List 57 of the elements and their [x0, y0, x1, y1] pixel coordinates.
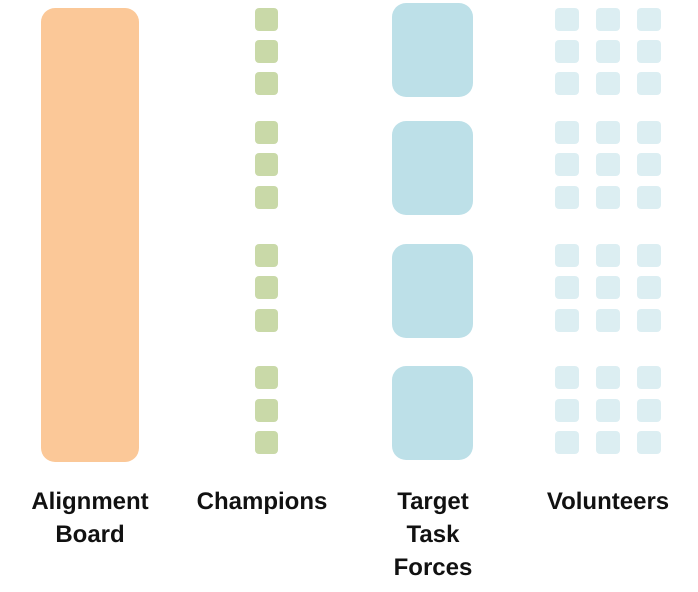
volunteer-square: [637, 431, 661, 454]
volunteer-square: [637, 121, 661, 144]
volunteer-square: [637, 40, 661, 63]
column-label: Champions: [196, 487, 328, 517]
task-force-block: [392, 121, 473, 215]
volunteer-square: [637, 8, 661, 31]
champion-square: [255, 153, 278, 176]
volunteer-square: [637, 244, 661, 267]
champion-square: [255, 309, 278, 332]
champion-square: [255, 431, 278, 454]
volunteer-square: [555, 244, 579, 267]
champion-square: [255, 8, 278, 31]
volunteer-square: [555, 153, 579, 176]
board-bar: [41, 8, 139, 462]
volunteer-square: [596, 8, 620, 31]
volunteer-square: [555, 8, 579, 31]
volunteer-square: [637, 366, 661, 389]
column-label: Alignment Board: [30, 487, 150, 550]
champion-square: [255, 40, 278, 63]
volunteer-square: [596, 276, 620, 299]
volunteer-square: [637, 276, 661, 299]
champion-square: [255, 399, 278, 422]
volunteer-square: [637, 186, 661, 209]
volunteer-square: [596, 366, 620, 389]
volunteer-square: [596, 121, 620, 144]
volunteer-square: [555, 121, 579, 144]
volunteer-square: [637, 72, 661, 95]
champion-square: [255, 72, 278, 95]
champion-square: [255, 366, 278, 389]
champion-square: [255, 244, 278, 267]
volunteer-square: [555, 276, 579, 299]
column-label: Target Task Forces: [392, 487, 474, 583]
volunteer-square: [596, 40, 620, 63]
column-label: Volunteers: [546, 487, 670, 517]
volunteer-square: [637, 153, 661, 176]
volunteer-square: [555, 72, 579, 95]
volunteer-square: [596, 72, 620, 95]
task-force-block: [392, 3, 473, 97]
volunteer-square: [637, 399, 661, 422]
volunteer-square: [555, 186, 579, 209]
task-force-block: [392, 244, 473, 338]
volunteer-square: [555, 366, 579, 389]
volunteer-square: [555, 431, 579, 454]
volunteer-square: [596, 399, 620, 422]
champion-square: [255, 276, 278, 299]
volunteer-square: [596, 309, 620, 332]
volunteer-square: [637, 309, 661, 332]
volunteer-square: [596, 186, 620, 209]
task-force-block: [392, 366, 473, 460]
volunteer-square: [555, 399, 579, 422]
volunteer-square: [596, 153, 620, 176]
volunteer-square: [596, 431, 620, 454]
volunteer-square: [555, 309, 579, 332]
volunteer-square: [555, 40, 579, 63]
volunteer-square: [596, 244, 620, 267]
champion-square: [255, 121, 278, 144]
champion-square: [255, 186, 278, 209]
